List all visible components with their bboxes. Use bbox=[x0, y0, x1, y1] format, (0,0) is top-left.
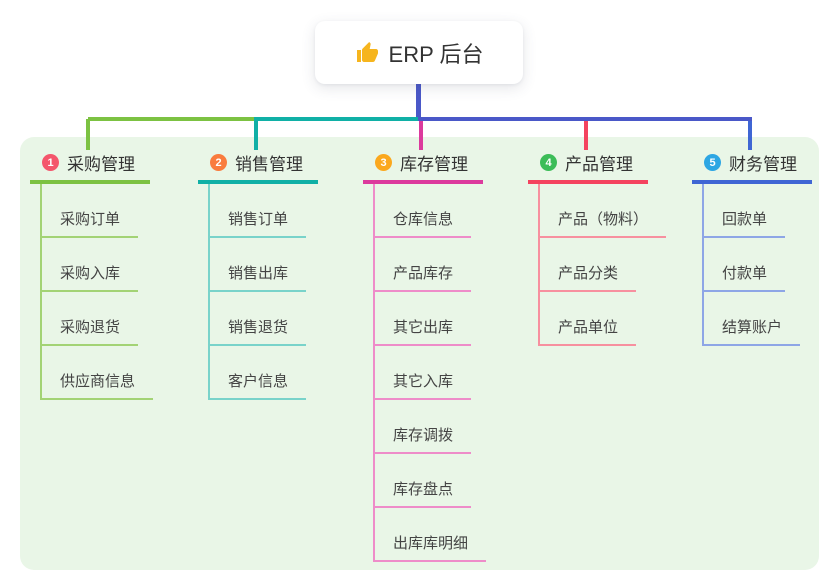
child-node-label[interactable]: 产品库存 bbox=[373, 262, 472, 292]
child-node: 产品单位 bbox=[528, 292, 693, 346]
child-node: 销售订单 bbox=[198, 184, 363, 238]
branch-number-badge: 5 bbox=[704, 154, 721, 171]
child-node-label[interactable]: 出库库明细 bbox=[373, 532, 487, 562]
child-node: 库存盘点 bbox=[363, 454, 528, 508]
child-node: 仓库信息 bbox=[363, 184, 528, 238]
branch-node-label: 财务管理 bbox=[729, 155, 797, 174]
child-node-label[interactable]: 产品（物料） bbox=[538, 208, 667, 238]
child-node-label[interactable]: 付款单 bbox=[702, 262, 786, 292]
branch-column: 5 财务管理 回款单 付款单 结算账户 bbox=[692, 146, 839, 346]
branch-connector-drop bbox=[86, 119, 90, 150]
root-connector-line bbox=[416, 84, 421, 119]
branch-children: 采购订单 采购入库 采购退货 供应商信息 bbox=[30, 184, 195, 400]
branch-node-label: 采购管理 bbox=[67, 155, 135, 174]
branches-panel bbox=[20, 137, 819, 570]
branch-column: 2 销售管理 销售订单 销售出库 销售退货 客户信息 bbox=[198, 146, 363, 400]
child-node-label[interactable]: 销售出库 bbox=[208, 262, 307, 292]
branch-node[interactable]: 1 采购管理 bbox=[30, 146, 150, 184]
child-node: 销售退货 bbox=[198, 292, 363, 346]
branch-node-label: 库存管理 bbox=[400, 155, 468, 174]
branch-connector-drop bbox=[748, 119, 752, 150]
child-node: 产品分类 bbox=[528, 238, 693, 292]
child-node: 其它出库 bbox=[363, 292, 528, 346]
branch-number-badge: 4 bbox=[540, 154, 557, 171]
branch-node[interactable]: 4 产品管理 bbox=[528, 146, 648, 184]
child-node-label[interactable]: 供应商信息 bbox=[40, 370, 154, 400]
branch-connector-drop bbox=[584, 119, 588, 150]
connector-bus-segment bbox=[418, 117, 752, 121]
branch-node[interactable]: 3 库存管理 bbox=[363, 146, 483, 184]
child-node: 付款单 bbox=[692, 238, 839, 292]
branch-children: 仓库信息 产品库存 其它出库 其它入库 库存调拨 库存盘点 出库库明细 bbox=[363, 184, 528, 562]
child-node: 销售出库 bbox=[198, 238, 363, 292]
child-node: 其它入库 bbox=[363, 346, 528, 400]
connector-bus-segment bbox=[88, 117, 254, 121]
child-node-label[interactable]: 仓库信息 bbox=[373, 208, 472, 238]
branch-children: 回款单 付款单 结算账户 bbox=[692, 184, 839, 346]
branch-children: 销售订单 销售出库 销售退货 客户信息 bbox=[198, 184, 363, 400]
child-node-label[interactable]: 采购入库 bbox=[40, 262, 139, 292]
branch-number-badge: 1 bbox=[42, 154, 59, 171]
child-node-label[interactable]: 其它出库 bbox=[373, 316, 472, 346]
child-node-label[interactable]: 销售退货 bbox=[208, 316, 307, 346]
branch-number-badge: 3 bbox=[375, 154, 392, 171]
root-node-label: ERP 后台 bbox=[388, 41, 484, 67]
connector-bus-segment bbox=[254, 117, 418, 121]
branch-column: 3 库存管理 仓库信息 产品库存 其它出库 其它入库 库存调拨 库存盘点 出 bbox=[363, 146, 528, 562]
child-node: 库存调拨 bbox=[363, 400, 528, 454]
child-node-label[interactable]: 库存盘点 bbox=[373, 478, 472, 508]
child-node-label[interactable]: 客户信息 bbox=[208, 370, 307, 400]
child-node-label[interactable]: 产品分类 bbox=[538, 262, 637, 292]
child-node: 回款单 bbox=[692, 184, 839, 238]
branch-node-label: 销售管理 bbox=[235, 155, 303, 174]
child-node-label[interactable]: 其它入库 bbox=[373, 370, 472, 400]
child-node: 客户信息 bbox=[198, 346, 363, 400]
branch-node[interactable]: 5 财务管理 bbox=[692, 146, 812, 184]
child-node-label[interactable]: 采购订单 bbox=[40, 208, 139, 238]
child-node: 供应商信息 bbox=[30, 346, 195, 400]
branch-number-badge: 2 bbox=[210, 154, 227, 171]
child-node-label[interactable]: 回款单 bbox=[702, 208, 786, 238]
branch-node[interactable]: 2 销售管理 bbox=[198, 146, 318, 184]
branch-column: 1 采购管理 采购订单 采购入库 采购退货 供应商信息 bbox=[30, 146, 195, 400]
child-node: 采购入库 bbox=[30, 238, 195, 292]
child-node-label[interactable]: 产品单位 bbox=[538, 316, 637, 346]
child-node: 产品库存 bbox=[363, 238, 528, 292]
child-node: 产品（物料） bbox=[528, 184, 693, 238]
child-node: 出库库明细 bbox=[363, 508, 528, 562]
thumbs-up-icon bbox=[356, 41, 378, 62]
child-node: 采购订单 bbox=[30, 184, 195, 238]
child-node: 采购退货 bbox=[30, 292, 195, 346]
branch-node-label: 产品管理 bbox=[565, 155, 633, 174]
child-node-label[interactable]: 库存调拨 bbox=[373, 424, 472, 454]
branch-children: 产品（物料） 产品分类 产品单位 bbox=[528, 184, 693, 346]
branch-connector-drop bbox=[254, 119, 258, 150]
child-node-label[interactable]: 销售订单 bbox=[208, 208, 307, 238]
branch-connector-drop bbox=[419, 119, 423, 150]
root-node[interactable]: ERP 后台 bbox=[315, 21, 523, 84]
child-node-label[interactable]: 结算账户 bbox=[702, 316, 801, 346]
child-node: 结算账户 bbox=[692, 292, 839, 346]
child-node-label[interactable]: 采购退货 bbox=[40, 316, 139, 346]
branch-column: 4 产品管理 产品（物料） 产品分类 产品单位 bbox=[528, 146, 693, 346]
